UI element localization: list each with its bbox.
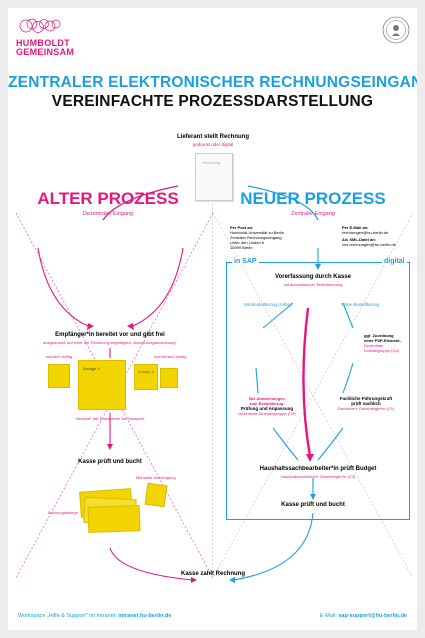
support-email-link[interactable]: sap-support@hu-berlin.de: [338, 613, 407, 619]
post-line: Humboldt-Universität zu Berlin: [230, 230, 285, 235]
university-seal: [382, 16, 410, 44]
deviation-check: Bei Abweichungen zum Bestellbezug: Prüfu…: [232, 396, 302, 416]
new-process-sub: Zentraler Eingang: [291, 211, 335, 217]
label-sachlich: sachlich richtig: [46, 354, 73, 359]
assign-line: Dezentrale: [364, 343, 384, 348]
assign-line: ggf. Zuordnung: [364, 333, 394, 338]
old-step1-title: Empfänger*in bereitet vor und gibt frei: [55, 332, 165, 338]
xml-line: xml-rechnungen@hu-berlin.de: [342, 242, 396, 247]
footer-left: Workspace „Hilfe & Support" im Intranet:…: [18, 613, 171, 619]
label-rechnerisch: rechnerisch richtig: [154, 354, 187, 359]
flow-lines: [15, 183, 414, 583]
deviation-line: Prüfung und Anpassung: [240, 406, 294, 411]
title-line2: VEREINFACHTE PROZESSDARSTELLUNG: [51, 93, 374, 110]
without-order-label: Ohne Bestellbezug: [341, 302, 380, 307]
with-order-label: Mit Bestellbezug (Ariba): [244, 302, 292, 307]
old-step2-title: Kasse prüft und bucht: [78, 459, 142, 465]
new-process-heading: NEUER PROZESS: [240, 189, 386, 208]
pre-entry-title: Vorerfassung durch Kasse: [275, 274, 351, 280]
assign-line: einer PSP-Element-: [364, 338, 401, 343]
sap-label-left: in SAP: [232, 258, 259, 265]
humboldt-gemeinsam-logo: HUMBOLDT GEMEINSAM: [16, 16, 76, 57]
pre-entry-sub: mit automatischer Texterkennung: [283, 282, 343, 287]
old-process-sub: Dezentraler Eingang: [82, 211, 134, 217]
lead-line: Fachliche Führungskraft: [339, 396, 393, 401]
supplier-title: Lieferant stellt Rechnung: [176, 134, 250, 140]
doc-small-right: [160, 368, 178, 388]
doc-right-label: Anlage 5: [138, 369, 154, 374]
post-line: Unter den Linden 6: [230, 240, 265, 245]
title-line1: ZENTRALER ELEKTRONISCHER RECHNUNGSEINGAN…: [8, 74, 417, 91]
supplier-sub: gedruckt oder digital: [192, 142, 234, 147]
deviation-line: zum Bestellbezug:: [249, 401, 285, 406]
logo-line1: HUMBOLDT: [16, 38, 70, 48]
pay-title: Kasse zahlt Rechnung: [180, 571, 246, 577]
post-address: Per Post an: Humboldt-Universität zu Ber…: [230, 225, 320, 250]
poster: HUMBOLDT GEMEINSAM ZENTRALER ELEKTRONISC…: [8, 8, 417, 630]
assignment-note: ggf. Zuordnung einer PSP-Element- Dezent…: [364, 333, 408, 353]
doc-right: Anlage 5: [134, 364, 158, 390]
sap-label-right: digital: [382, 258, 407, 265]
deviation-line: Dezentrale Einkaufsgruppe (C9): [238, 411, 296, 416]
doc-center: Anlage 4: [78, 360, 126, 410]
post-line: Zentraler Rechnungseingang: [230, 235, 282, 240]
doc-voucher: [144, 482, 168, 508]
lead-line: prüft sachlich: [351, 401, 381, 406]
assign-line: Kontaktgruppe (Ca): [364, 348, 399, 353]
label-receipts: Buchungsbelege: [48, 510, 78, 515]
label-manual-transfer: Manuelle Übertragung: [136, 475, 176, 480]
budget-title: Haushaltssachbearbeiter*in prüft Budget: [259, 466, 377, 472]
footer-left-prefix: Workspace „Hilfe & Support" im Intranet:: [18, 613, 119, 619]
digital-addresses: Per E-Mail an: rechnungen@hu-berlin.de A…: [342, 225, 412, 247]
footer-right-prefix: E-Mail:: [319, 613, 339, 619]
budget-sub: Haushaltsrechtliche*r Genehmiger*in (C2): [280, 474, 356, 479]
old-process-heading: ALTER PROZESS: [37, 189, 179, 208]
new-final-title: Kasse prüft und bucht: [281, 502, 345, 508]
invoice-document-icon: Rechnung: [195, 153, 233, 201]
post-line: 10099 Berlin: [230, 245, 253, 250]
caption-docs: Versand* der Dokumente via Hauspost: [75, 416, 145, 421]
lead-line: Fachliche*r Genehmiger*in (C1): [337, 406, 395, 411]
xml-title: Als XML-Datei an:: [342, 237, 377, 242]
intranet-link[interactable]: intranet.hu-berlin.de: [118, 613, 172, 619]
mail-title: Per E-Mail an:: [342, 225, 369, 230]
footer-right: E-Mail: sap-support@hu-berlin.de: [320, 613, 407, 619]
logo-line2: GEMEINSAM: [16, 47, 75, 57]
doc-stack-3: [87, 505, 141, 533]
logo-mark-icon: [19, 18, 61, 33]
sap-box: [226, 262, 410, 520]
doc-center-label: Anlage 4: [83, 366, 100, 371]
lead-check: Fachliche Führungskraft prüft sachlich F…: [326, 396, 406, 411]
deviation-line: Bei Abweichungen: [249, 396, 285, 401]
post-title: Per Post an:: [230, 225, 254, 230]
mail-line: rechnungen@hu-berlin.de: [342, 230, 389, 235]
doc-small-left: [48, 364, 70, 388]
old-step1-sub: ausgedruckt, auf einer der Rechnung beig…: [43, 340, 177, 345]
invoice-doc-label: Rechnung: [202, 160, 221, 165]
